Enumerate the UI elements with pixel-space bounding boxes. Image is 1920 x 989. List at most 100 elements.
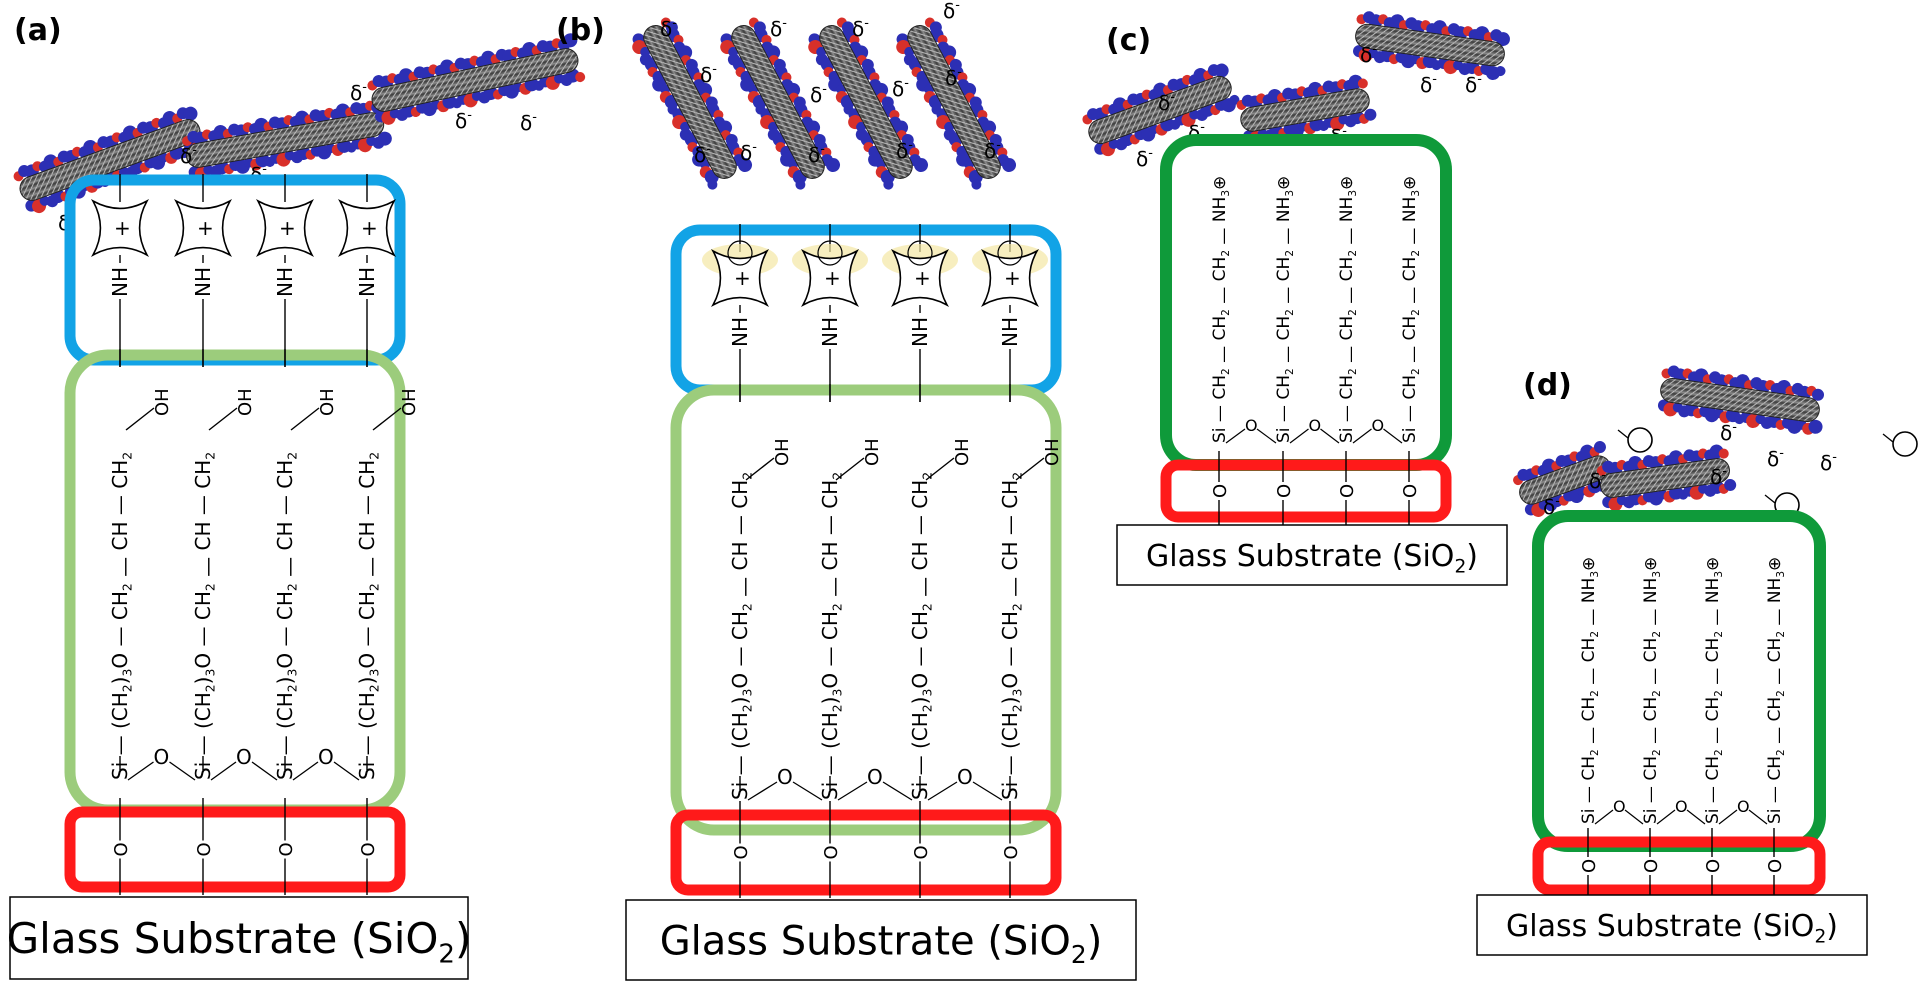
chem-token: 2 [1713, 631, 1725, 638]
coating-blob [942, 45, 957, 60]
silane-layer [670, 384, 1062, 836]
chem-token: — [1404, 281, 1424, 309]
chem-token: OH [952, 438, 973, 466]
partial-charge: δ- [852, 16, 869, 41]
oxide-atom: O [911, 845, 932, 859]
hydroxyl-group-text: OH [1042, 438, 1063, 466]
partial-charge: δ- [180, 143, 197, 168]
siloxane-bond [1686, 809, 1706, 825]
oxide-gap [1642, 857, 1658, 875]
hydroxyl-group-text: OH [772, 438, 793, 466]
amine-group-text: NH [998, 317, 1022, 347]
chem-token: O [1765, 859, 1786, 873]
partial-charge: δ- [984, 138, 1001, 163]
oxide-gap [112, 840, 128, 859]
coating-blob [1193, 68, 1208, 83]
label-gap [357, 263, 377, 299]
chem-token: 2 [1410, 250, 1422, 257]
siloxane-oxygen: O [777, 765, 793, 789]
label-gap [729, 402, 751, 776]
delta-symbol: δ [984, 139, 996, 163]
chem-token: CH [191, 591, 215, 620]
charge-sign: - [1372, 42, 1377, 57]
chem-token: Si [998, 782, 1022, 800]
siloxane-bond [747, 781, 778, 801]
coating-blob [1002, 158, 1017, 173]
nanotube-body [1240, 88, 1370, 132]
chem-token: CH [818, 611, 842, 640]
chem-token: — [1583, 603, 1603, 631]
partial-charge: δ- [694, 142, 711, 167]
chem-token: CH [728, 542, 752, 571]
chem-token: O [731, 845, 752, 859]
nanotube-body [1355, 23, 1505, 67]
chem-token: — [195, 551, 219, 584]
partial-charge: δ- [455, 108, 472, 133]
cation-icon [173, 198, 233, 258]
chem-token: 2 [366, 452, 381, 460]
chem-token: O [355, 653, 379, 669]
chem-token: O [1400, 484, 1421, 498]
chem-token: 2 [829, 472, 844, 480]
label-gap [730, 313, 750, 349]
nanotube-body [1088, 75, 1232, 145]
siloxane-oxygen: O [154, 745, 170, 769]
chem-token: CH [355, 591, 379, 620]
chem-token: — [355, 729, 379, 762]
chem-token: — [1707, 603, 1727, 631]
surfactant-head-icon [1892, 431, 1918, 457]
coating-blob [718, 120, 733, 135]
chem-token: NH [1400, 197, 1420, 223]
oh-bond [745, 457, 775, 481]
aminosilane-chain: Si — CH2 — CH2 — CH2 — NH3⊕ [1641, 557, 1665, 824]
chem-token: — [1214, 341, 1234, 369]
silane-chain-text: Si — (CH2)3O — CH2 — CH — CH2 [818, 472, 846, 800]
substrate-label: Glass Substrate (SiO2) [1506, 909, 1838, 948]
substrate-close: ) [1466, 539, 1478, 574]
siloxane-bond [1225, 428, 1246, 444]
oxide-atom-text: O [1579, 859, 1600, 873]
oxide-atom: O [1210, 484, 1231, 498]
siloxane-bond [251, 761, 278, 781]
coating-blob [1724, 478, 1737, 491]
chem-token: — [355, 620, 379, 653]
coating-blob [122, 125, 137, 140]
chem-token: NH [1579, 578, 1599, 604]
aminosilane-chain-text: Si — CH2 — CH2 — CH2 — NH3⊕ [1337, 176, 1361, 443]
silane-chain: Si — (CH2)3O — CH2 — CH — CH2 [273, 452, 301, 780]
coating-blob [982, 120, 997, 135]
partial-charge: δ- [350, 80, 367, 105]
chem-token: ⊕ [1400, 176, 1420, 190]
partial-charge: δ- [1720, 420, 1737, 445]
chem-token: CH [191, 460, 215, 489]
siloxane-bond [1624, 809, 1644, 825]
chem-token: CH [108, 522, 132, 551]
delta-symbol: δ [520, 111, 532, 135]
amine-group-text: NH [355, 267, 379, 297]
chem-token: CH [818, 480, 842, 509]
chem-token: O [1337, 484, 1358, 498]
label-gap [910, 313, 930, 349]
chem-token: Si [728, 782, 752, 800]
nanotube [808, 17, 929, 190]
chem-token: 2 [1220, 368, 1232, 375]
chem-token: CH [1400, 257, 1420, 282]
chem-token: 2 [1410, 309, 1422, 316]
chem-token: — [998, 640, 1022, 673]
chem-token: O [1579, 859, 1600, 873]
charge-sign: - [955, 0, 960, 13]
coating-blob [377, 131, 392, 146]
chem-token: — [1583, 722, 1603, 750]
cation-sign: + [279, 216, 296, 240]
chem-token: (CH [273, 692, 297, 729]
chem-token: 2 [119, 583, 134, 591]
chem-token: Si [818, 782, 842, 800]
charge-sign: - [957, 65, 962, 80]
coating-blob [914, 158, 929, 173]
cation-sign: + [824, 266, 841, 290]
oxide-gap [277, 840, 293, 859]
chem-token: O [276, 842, 297, 856]
chem-token: ) [355, 677, 379, 685]
oxide-atom: O [276, 842, 297, 856]
partial-charge: δ- [892, 76, 909, 101]
